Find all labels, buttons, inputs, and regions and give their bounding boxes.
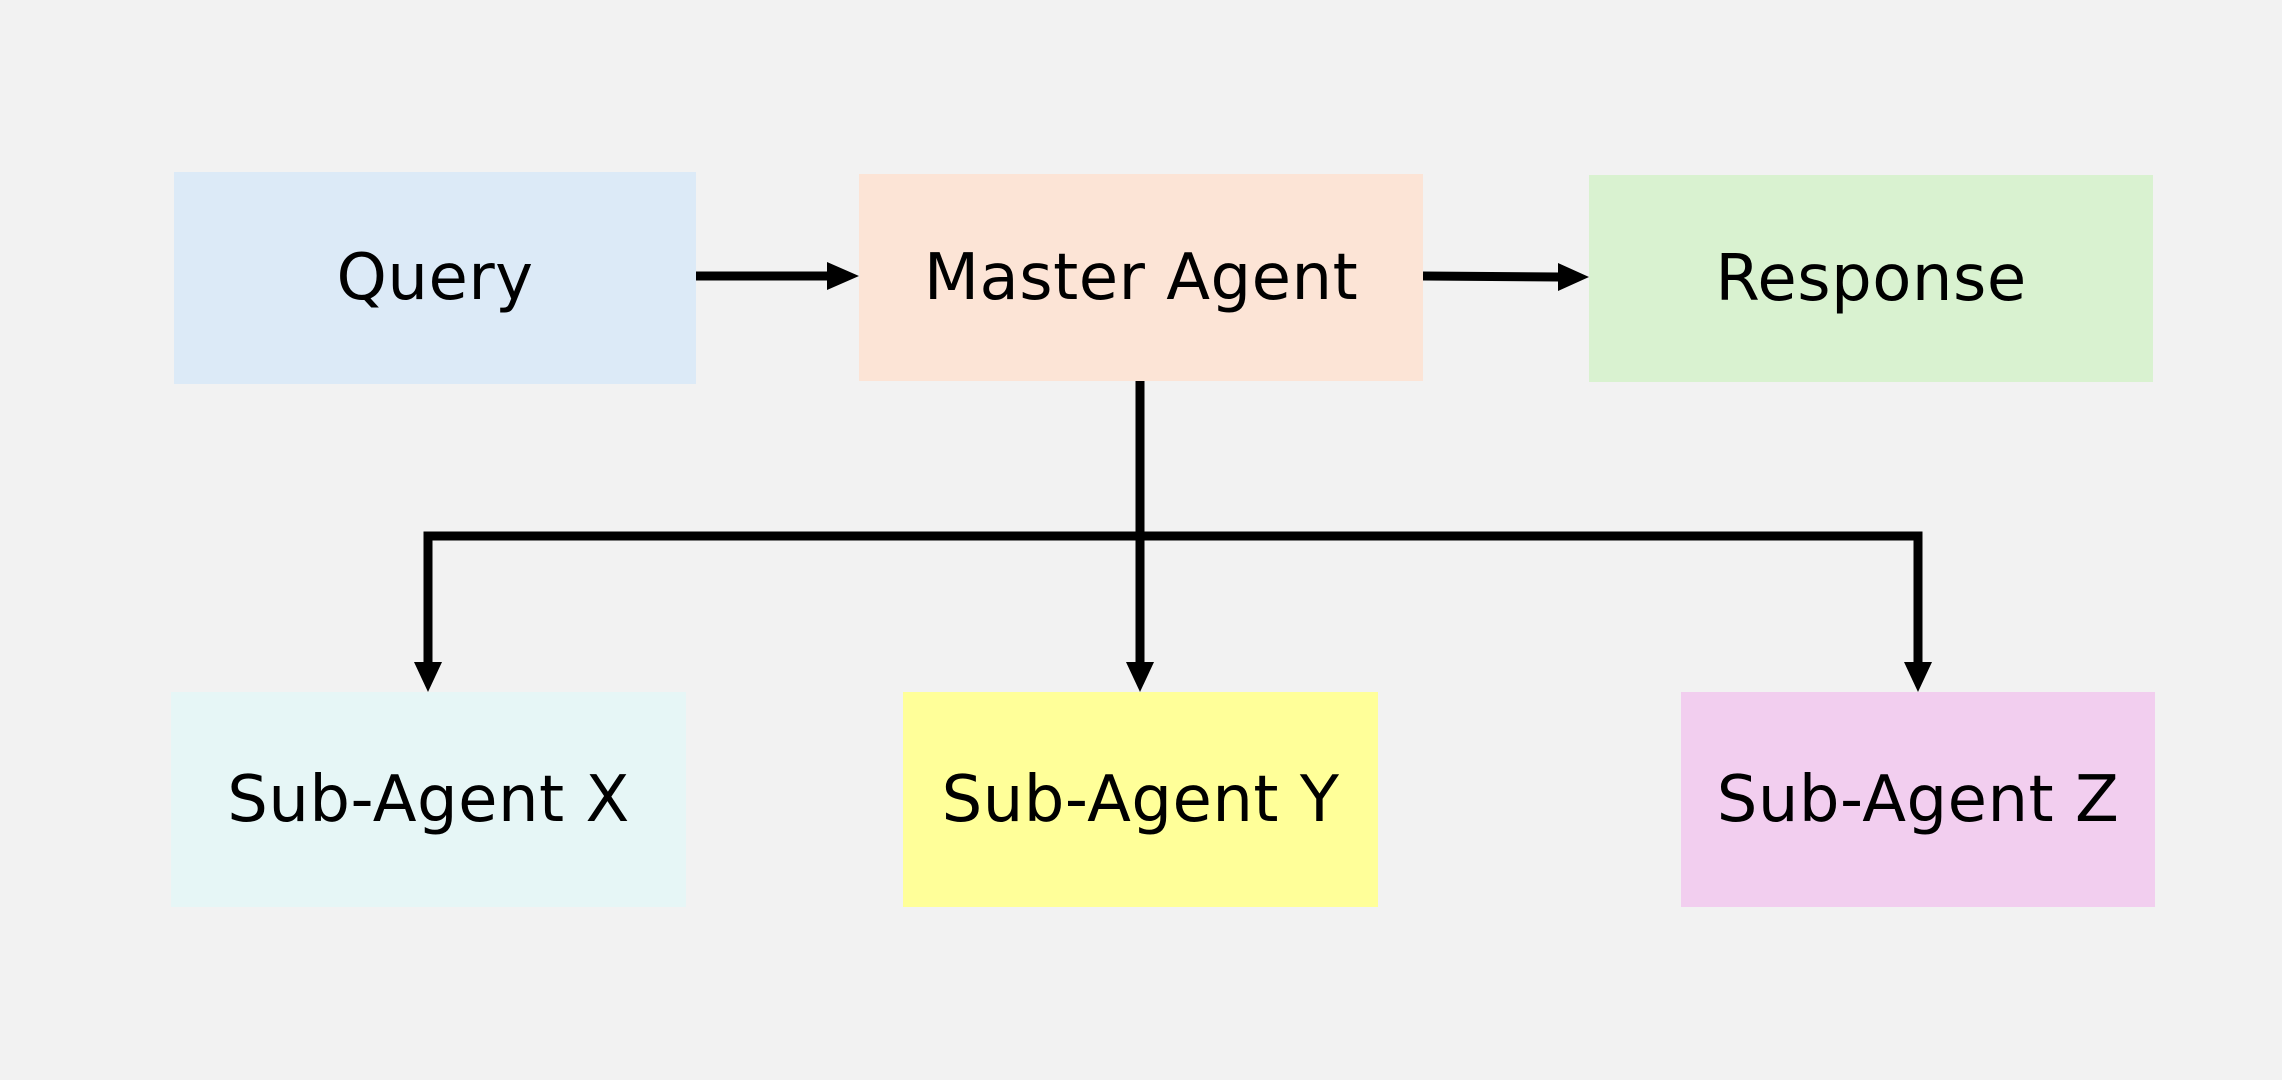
sub-agent-y-node: Sub-Agent Y: [903, 692, 1378, 907]
edge-branch-bar: [423, 531, 1923, 664]
sub-agent-z-label: Sub-Agent Z: [1716, 762, 2120, 837]
arrowhead-sub-x: [414, 662, 442, 692]
arrowhead-master-left: [827, 262, 859, 290]
arrowhead-sub-z: [1904, 662, 1932, 692]
response-node: Response: [1589, 175, 2153, 382]
query-label: Query: [336, 241, 534, 315]
arrowhead-sub-y: [1126, 662, 1154, 692]
sub-agent-z-node: Sub-Agent Z: [1681, 692, 2155, 907]
response-label: Response: [1715, 241, 2027, 316]
master-agent-label: Master Agent: [923, 240, 1359, 315]
sub-agent-x-label: Sub-Agent X: [227, 762, 630, 837]
query-node: Query: [174, 172, 696, 384]
edge-master-to-response: [1422, 271, 1561, 282]
sub-agent-y-label: Sub-Agent Y: [941, 762, 1340, 837]
arrowhead-response-left: [1558, 263, 1589, 291]
master-agent-node: Master Agent: [859, 174, 1423, 381]
sub-agent-x-node: Sub-Agent X: [171, 692, 686, 907]
